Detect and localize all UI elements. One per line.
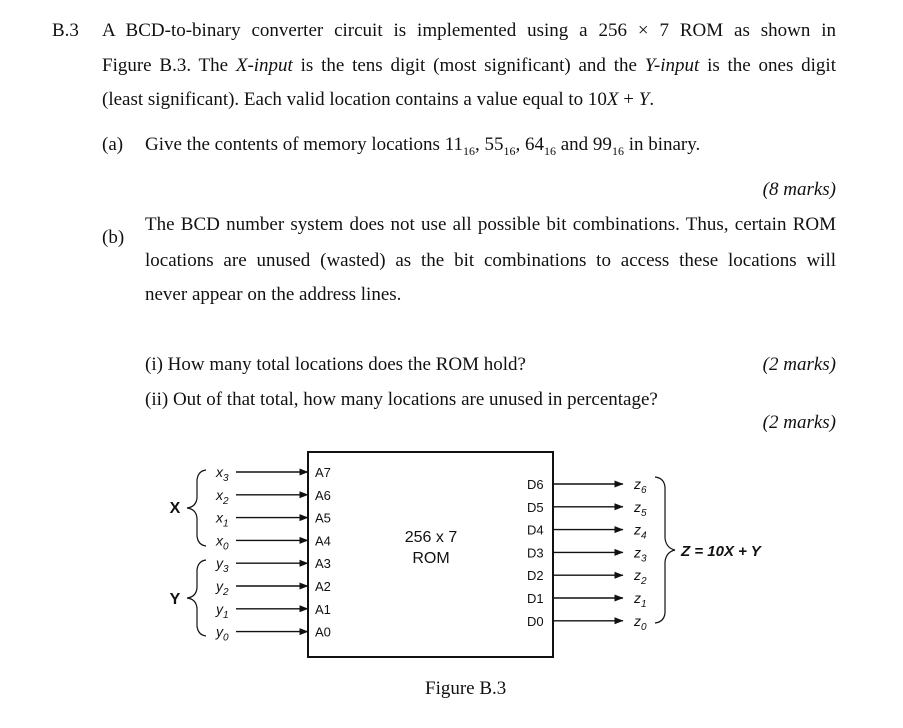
x-input-term: X-input xyxy=(235,55,293,76)
sub-question-i-marks: (2 marks) xyxy=(762,354,836,375)
x-group-label: X xyxy=(170,500,181,517)
y-group-label: Y xyxy=(170,591,181,608)
addr-pin-A1: A1 xyxy=(315,602,331,617)
addr-pin-A3: A3 xyxy=(315,556,331,571)
question-number: B.3 xyxy=(52,20,79,41)
part-a-text: Give the contents of memory locations 11… xyxy=(145,134,701,158)
x-group-brace xyxy=(186,469,207,547)
rom-size-label: 256 x 7 xyxy=(405,529,458,546)
addr-pin-A6: A6 xyxy=(315,488,331,503)
sub-question-ii: (ii) Out of that total, how many locatio… xyxy=(145,389,658,410)
output-var-z4: z4 xyxy=(633,522,647,542)
data-pin-D0: D0 xyxy=(527,614,544,629)
data-pin-D5: D5 xyxy=(527,500,544,515)
part-b-line-1: The BCD number system does not use all p… xyxy=(145,214,836,235)
input-var-y0: y0 xyxy=(215,624,229,644)
addr-pin-A0: A0 xyxy=(315,625,331,640)
stem-line-2: Figure B.3. The X-input is the tens digi… xyxy=(102,55,836,76)
sub-question-i: (i) How many total locations does the RO… xyxy=(145,354,526,375)
z-group-brace xyxy=(654,476,676,624)
input-var-y1: y1 xyxy=(215,601,229,621)
input-var-x2: x2 xyxy=(215,487,229,507)
part-b-label: (b) xyxy=(102,227,125,248)
addr-pin-A4: A4 xyxy=(315,533,331,548)
input-var-y3: y3 xyxy=(215,555,229,575)
output-equation: Z = 10X + Y xyxy=(680,543,763,560)
output-var-z3: z3 xyxy=(633,544,647,564)
addr-pin-A5: A5 xyxy=(315,511,331,526)
part-b-line-3: never appear on the address lines. xyxy=(145,284,402,305)
sub-question-ii-marks: (2 marks) xyxy=(762,412,836,433)
y-input-term: Y-input xyxy=(644,55,700,76)
address-inputs: x3 A7 x2 A6 x1 A5 x0 A4 y3 A3 y2 A2 y1 A1 y0 A0 xyxy=(215,464,331,644)
output-var-z6: z6 xyxy=(633,476,647,496)
data-pin-D6: D6 xyxy=(527,477,544,492)
y-group-brace xyxy=(186,559,207,637)
stem-line-1: A BCD-to-binary converter circuit is imp… xyxy=(102,20,836,41)
data-pin-D2: D2 xyxy=(527,568,544,583)
input-var-y2: y2 xyxy=(215,578,229,598)
addr-pin-A7: A7 xyxy=(315,465,331,480)
data-pin-D4: D4 xyxy=(527,523,544,538)
part-b-line-2: locations are unused (wasted) as the bit… xyxy=(145,250,836,271)
figure-caption: Figure B.3 xyxy=(425,678,507,699)
output-var-z1: z1 xyxy=(633,590,647,610)
part-a-marks: (8 marks) xyxy=(762,179,836,200)
output-var-z0: z0 xyxy=(633,613,647,633)
input-var-x1: x1 xyxy=(215,510,229,530)
part-a-label: (a) xyxy=(102,134,124,155)
output-var-z2: z2 xyxy=(633,567,647,587)
rom-block xyxy=(307,451,554,658)
data-pin-D3: D3 xyxy=(527,545,544,560)
stem-line-3: (least significant). Each valid location… xyxy=(102,89,655,110)
addr-pin-A2: A2 xyxy=(315,579,331,594)
input-var-x3: x3 xyxy=(215,464,229,484)
rom-name-label: ROM xyxy=(412,550,449,567)
data-pin-D1: D1 xyxy=(527,591,544,606)
output-var-z5: z5 xyxy=(633,499,647,519)
input-var-x0: x0 xyxy=(215,532,229,552)
